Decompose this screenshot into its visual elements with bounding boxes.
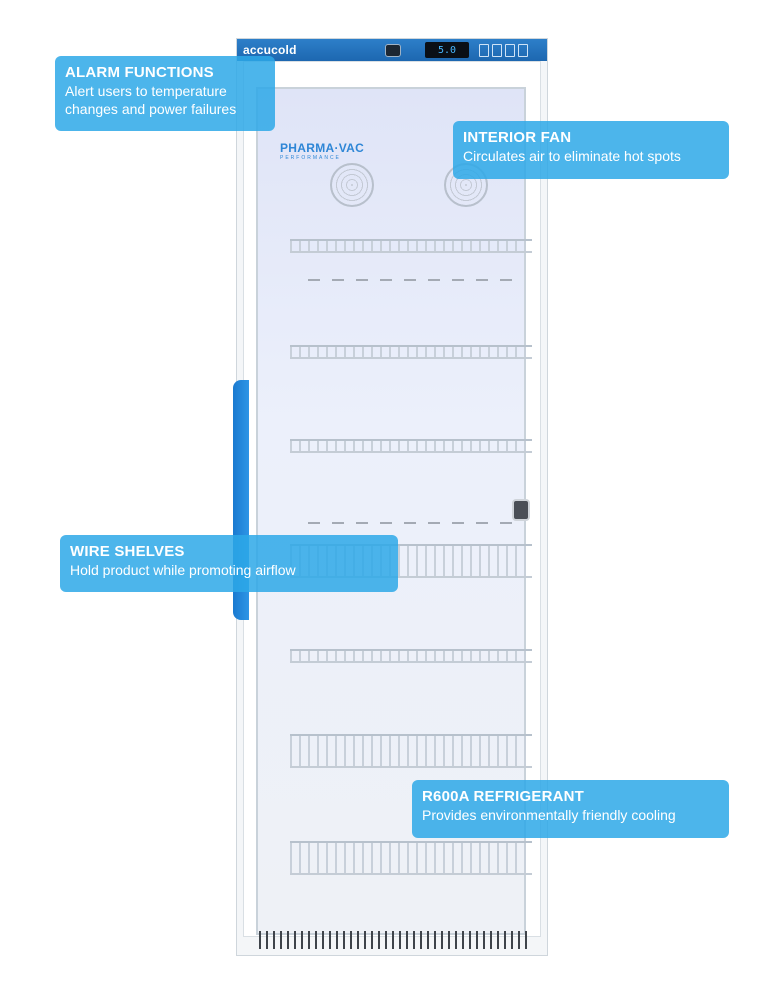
refrigerator-cabinet: accucold 5.0 PHARMA·VAC PERFORMANCE — [236, 38, 548, 956]
fan-icon — [444, 163, 488, 207]
control-buttons — [479, 44, 528, 57]
lock-icon — [512, 499, 530, 521]
shelf-rail — [308, 522, 514, 524]
wire-shelf — [290, 239, 532, 253]
wire-shelf — [290, 345, 532, 359]
wire-shelf — [290, 649, 532, 663]
callout-title: INTERIOR FAN — [463, 129, 572, 146]
interior-brand-name: PHARMA·VAC — [280, 141, 365, 155]
callout-r600a-refrigerant: R600A REFRIGERANT Provides environmental… — [412, 780, 729, 838]
callout-title: R600A REFRIGERANT — [422, 788, 585, 805]
callout-description: Alert users to temperature changes and p… — [65, 83, 237, 117]
shelf-rail — [308, 279, 514, 281]
control-button-icon — [492, 44, 502, 57]
interior-brand-sub: PERFORMANCE — [280, 155, 341, 161]
fan-icon — [330, 163, 374, 207]
control-button-icon — [505, 44, 515, 57]
brand-logo: accucold — [243, 43, 297, 57]
callout-alarm-functions: ALARM FUNCTIONS Alert users to temperatu… — [55, 56, 275, 131]
wire-shelf — [290, 734, 532, 768]
alarm-button-icon — [385, 44, 401, 57]
interior-brand-logo: PHARMA·VAC PERFORMANCE — [280, 141, 364, 161]
vent-grille — [259, 931, 527, 949]
callout-description: Circulates air to eliminate hot spots — [463, 148, 681, 164]
temperature-display: 5.0 — [425, 42, 469, 58]
callout-wire-shelves: WIRE SHELVES Hold product while promotin… — [60, 535, 398, 592]
callout-description: Provides environmentally friendly coolin… — [422, 807, 676, 823]
callout-interior-fan: INTERIOR FAN Circulates air to eliminate… — [453, 121, 729, 179]
wire-shelf — [290, 439, 532, 453]
control-button-icon — [518, 44, 528, 57]
control-panel: accucold 5.0 — [237, 39, 547, 61]
wire-shelf — [290, 841, 532, 875]
callout-description: Hold product while promoting airflow — [70, 562, 296, 578]
callout-title: WIRE SHELVES — [70, 543, 185, 560]
callout-title: ALARM FUNCTIONS — [65, 64, 214, 81]
control-button-icon — [479, 44, 489, 57]
